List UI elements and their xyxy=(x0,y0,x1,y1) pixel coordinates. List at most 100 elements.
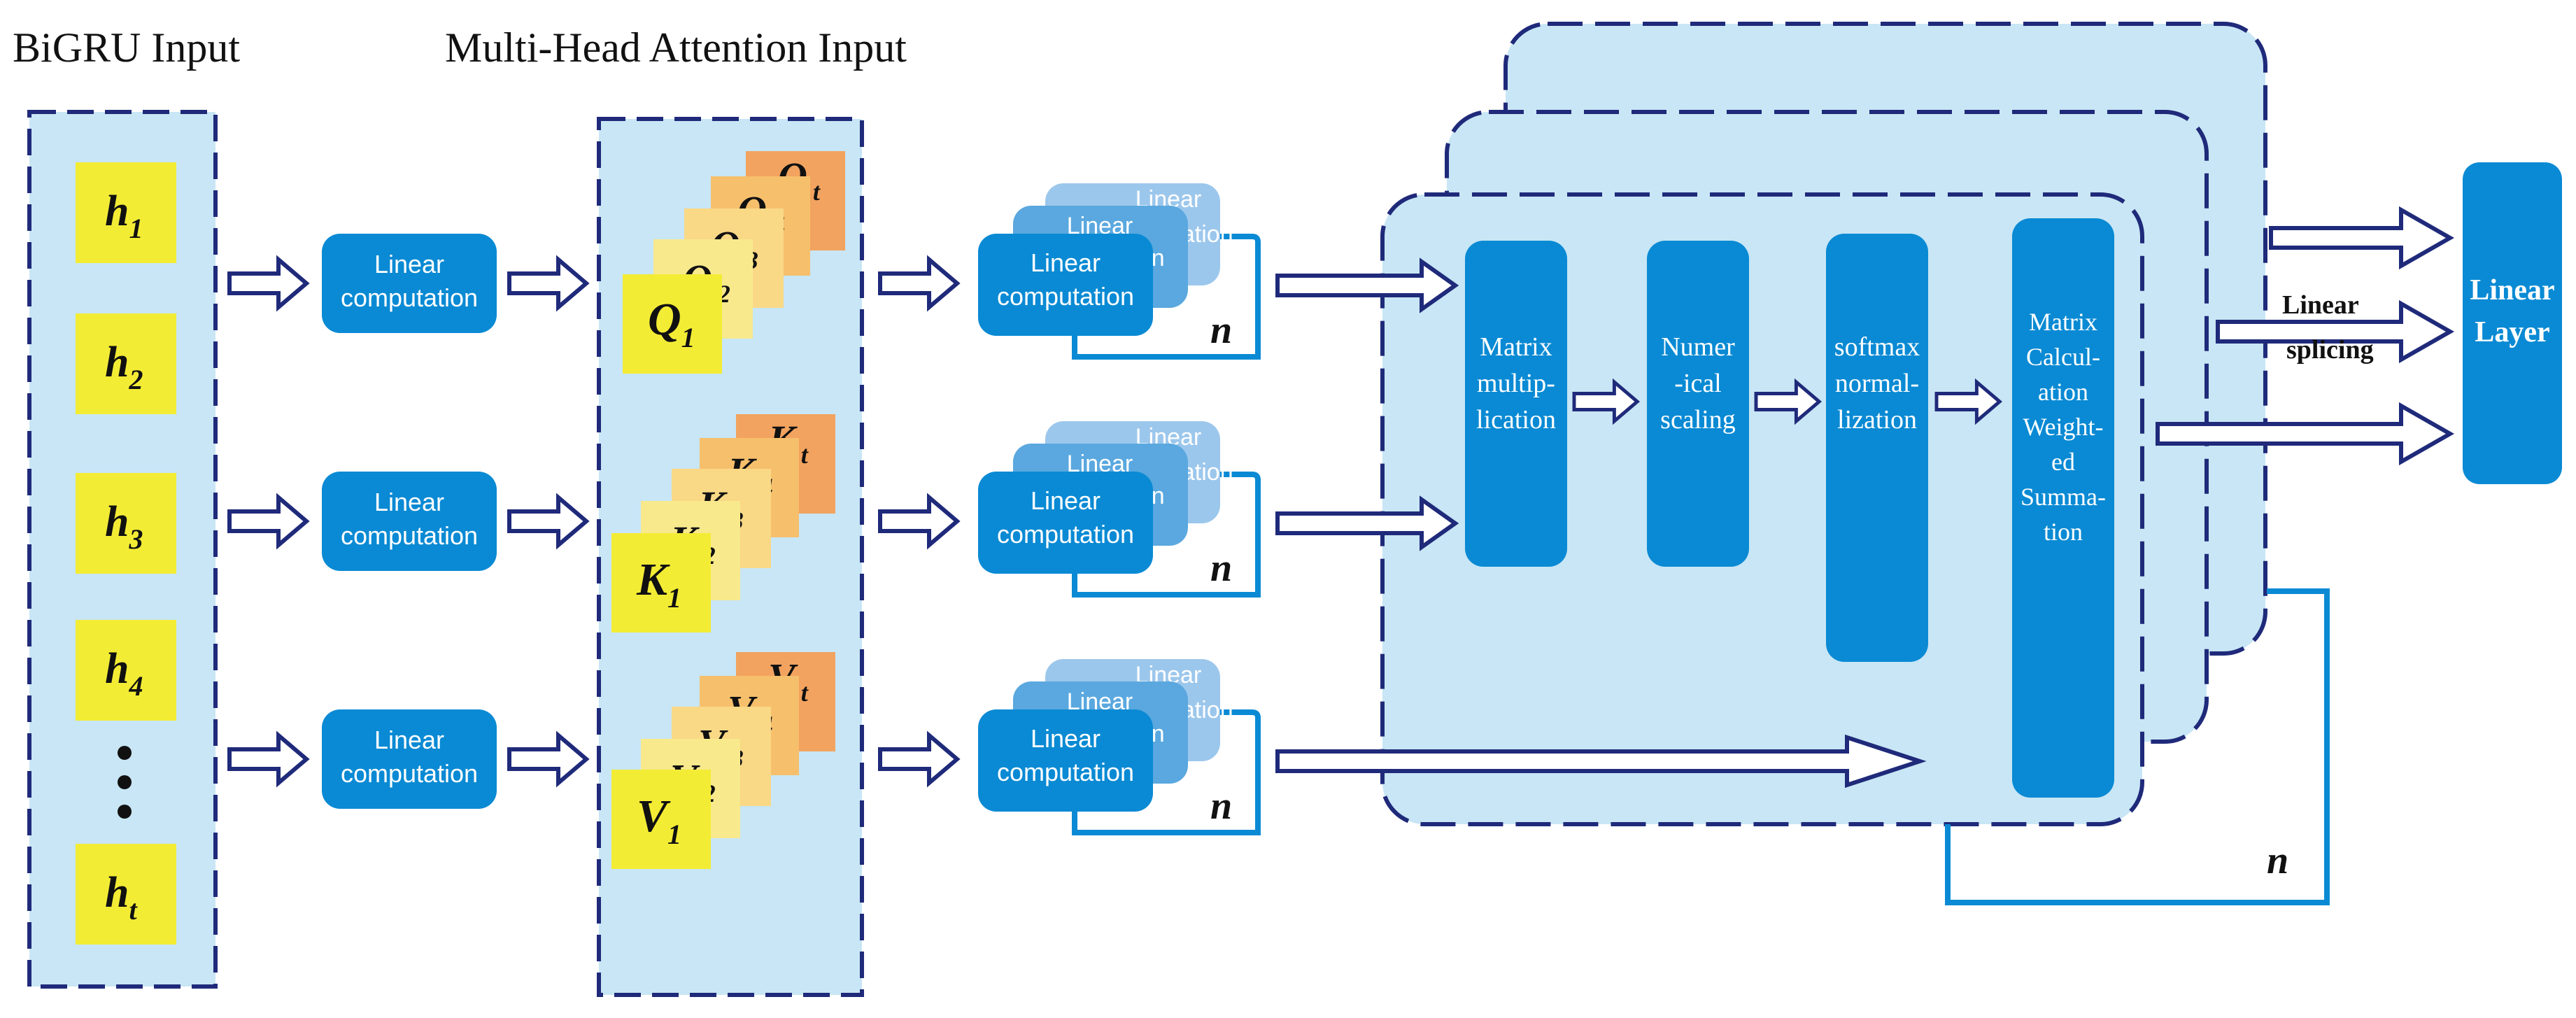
projection-stack-q: Linear computation Linear computation Li… xyxy=(978,183,1261,360)
stack-sub: t xyxy=(813,178,821,206)
splicing-line1: Linear xyxy=(2282,290,2359,320)
svg-text:h2: h2 xyxy=(105,339,143,395)
svg-text:K1: K1 xyxy=(636,554,681,614)
linear-line1: Linear xyxy=(374,250,444,278)
linear-line2: computation xyxy=(341,521,478,550)
stack-base: V xyxy=(637,791,671,842)
arrow-right-icon xyxy=(229,497,306,545)
linear-line2: computation xyxy=(997,758,1134,786)
linear-line2: computation xyxy=(341,759,478,788)
h-base: h xyxy=(105,498,129,546)
h-sub: 4 xyxy=(128,670,143,702)
q-stack: Qt Q4 Q3 Q2 Q1 xyxy=(623,151,845,374)
linear-layer-line1: Linear xyxy=(2470,274,2554,306)
linear-line1: Linear xyxy=(1031,486,1101,515)
bigru-input-heading: BiGRU Input xyxy=(13,24,240,71)
svg-text:Q1: Q1 xyxy=(648,294,695,353)
arrow-right-icon xyxy=(509,260,586,307)
bigru-item-h3: h3 xyxy=(76,473,176,574)
stack-sub: 1 xyxy=(681,322,695,353)
arrow-right-icon xyxy=(229,735,306,783)
arrow-right-icon xyxy=(880,260,957,307)
linear-splicing-label: Linear xyxy=(2282,290,2359,320)
svg-text:h3: h3 xyxy=(105,498,143,555)
bigru-item-h4: h4 xyxy=(76,620,176,721)
bigru-item-h1: h1 xyxy=(76,162,176,263)
h-sub: t xyxy=(129,894,138,926)
h-base: h xyxy=(105,869,129,917)
stack-sub: 1 xyxy=(667,582,681,614)
projection-stack-k: Linear computation Linear computation Li… xyxy=(978,421,1261,598)
weighted-summation-block: Matrix Calcul- ation Weight- ed Summa- t… xyxy=(2012,218,2114,798)
matrix-multiplication-block: Matrix multip- lication xyxy=(1465,241,1567,567)
block-line: ation xyxy=(2038,378,2088,406)
stack-base: K xyxy=(636,554,670,605)
arrow-into-head-q xyxy=(1275,257,1459,313)
h-sub: 3 xyxy=(128,523,143,555)
block-line: lization xyxy=(1837,405,1917,434)
numerical-scaling-block: Numer -ical scaling xyxy=(1647,241,1749,567)
block-line: Calcul- xyxy=(2026,343,2100,371)
block-line: scaling xyxy=(1660,405,1736,434)
linear-computation-v: Linear computation xyxy=(322,709,497,809)
h-base: h xyxy=(105,339,129,386)
block-line: -ical xyxy=(1674,369,1722,398)
h-base: h xyxy=(105,645,129,693)
svg-text:h4: h4 xyxy=(105,645,143,702)
svg-text:V1: V1 xyxy=(637,791,681,850)
arrow-right-icon xyxy=(880,497,957,545)
arrow-right-icon xyxy=(509,497,586,545)
stack-base: Q xyxy=(648,294,681,345)
block-line: ed xyxy=(2051,448,2075,476)
splicing-line2: splicing xyxy=(2286,335,2374,365)
linear-line1: Linear xyxy=(1031,724,1101,753)
linear-line1: Linear xyxy=(1031,248,1101,277)
linear-line2: computation xyxy=(997,520,1134,549)
bigru-item-ht: ht xyxy=(76,844,176,945)
mha-input-heading: Multi-Head Attention Input xyxy=(445,24,907,71)
block-line: softmax xyxy=(1834,332,1920,362)
h-base: h xyxy=(105,188,129,235)
linear-computation-q: Linear computation xyxy=(322,234,497,333)
ellipsis-dots xyxy=(118,746,132,819)
block-line: Matrix xyxy=(1480,332,1552,362)
arrow-to-linear-layer-middle xyxy=(2216,299,2455,364)
attention-head-panel-front xyxy=(1380,192,2144,826)
projection-stack-v: Linear computation Linear computation Li… xyxy=(978,659,1261,835)
linear-line2: computation xyxy=(341,283,478,312)
arrow-right-icon xyxy=(880,735,957,783)
linear-layer-line2: Layer xyxy=(2475,316,2549,348)
repeat-loop-line xyxy=(1945,588,2330,905)
stack-sub: t xyxy=(801,679,809,707)
block-line: Matrix xyxy=(2029,308,2097,336)
arrow-right-icon xyxy=(229,260,306,307)
block-line: Weight- xyxy=(2023,413,2103,441)
v-stack: Vt V4 V3 V2 V1 xyxy=(611,652,835,869)
bigru-item-h2: h2 xyxy=(76,313,176,414)
repeat-n-label: n xyxy=(1210,309,1232,352)
linear-line1: Linear xyxy=(374,488,444,516)
linear-layer-block: Linear Layer xyxy=(2463,162,2562,484)
linear-computation-k: Linear computation xyxy=(322,472,497,571)
arrow-into-head-v xyxy=(1275,734,1927,789)
arrow-to-linear-layer-top xyxy=(2269,206,2455,270)
stack-sub: 1 xyxy=(667,819,681,850)
softmax-normalization-block: softmax normal- lization xyxy=(1826,234,1928,662)
h-sub: 1 xyxy=(129,213,143,244)
linear-line1: Linear xyxy=(374,726,444,754)
svg-text:ht: ht xyxy=(105,869,138,926)
arrow-right-icon xyxy=(509,735,586,783)
arrow-into-head-k xyxy=(1275,495,1459,551)
repeat-n-label: n xyxy=(1210,784,1232,828)
linear-line2: computation xyxy=(997,282,1134,311)
linear-splicing-label-line2: splicing xyxy=(2286,335,2374,365)
svg-text:h1: h1 xyxy=(105,188,143,244)
block-line: normal- xyxy=(1835,369,1919,398)
repeat-n-label: n xyxy=(2267,839,2288,882)
h-sub: 2 xyxy=(128,364,143,395)
block-line: tion xyxy=(2044,518,2083,546)
block-line: lication xyxy=(1476,405,1556,434)
block-line: Numer xyxy=(1661,332,1735,362)
k-stack: Kt K4 K3 K2 K1 xyxy=(611,414,835,632)
